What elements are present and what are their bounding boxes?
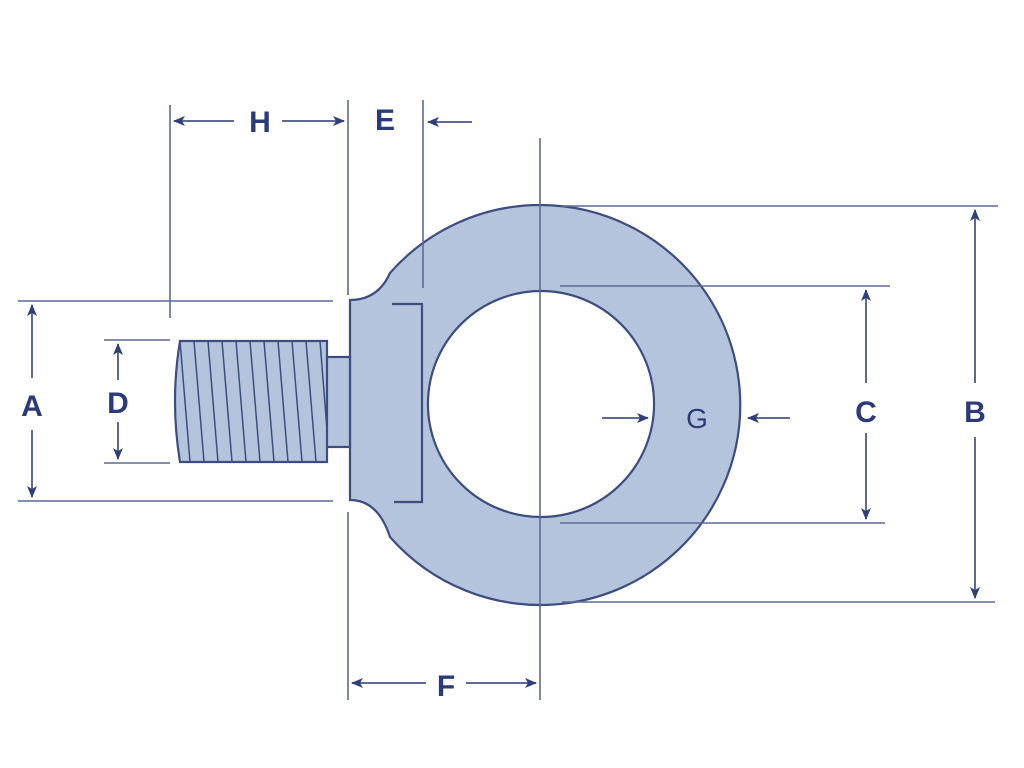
label-f: F — [437, 670, 455, 703]
eye-ring-and-collar — [348, 203, 742, 607]
dimension-h: H — [173, 106, 345, 139]
bolt-neck — [324, 355, 352, 449]
label-h: H — [249, 106, 271, 139]
extension-lines — [18, 100, 998, 700]
dimension-d: D — [107, 343, 129, 460]
label-b: B — [964, 396, 986, 429]
label-g: G — [686, 403, 708, 434]
label-a: A — [21, 390, 43, 423]
label-c: C — [855, 396, 877, 429]
dimension-b: B — [964, 209, 986, 599]
dimension-f: F — [351, 670, 537, 703]
thread-lines — [179, 340, 328, 463]
label-d: D — [107, 387, 129, 420]
threaded-shank — [173, 339, 329, 464]
dimension-a: A — [21, 304, 43, 498]
dimension-c: C — [855, 289, 877, 520]
collar-hidden-edge — [392, 302, 424, 504]
dimension-e: E — [375, 104, 472, 137]
label-e: E — [375, 104, 395, 137]
dimension-g: G — [602, 403, 790, 434]
eye-bolt-part — [173, 203, 742, 607]
